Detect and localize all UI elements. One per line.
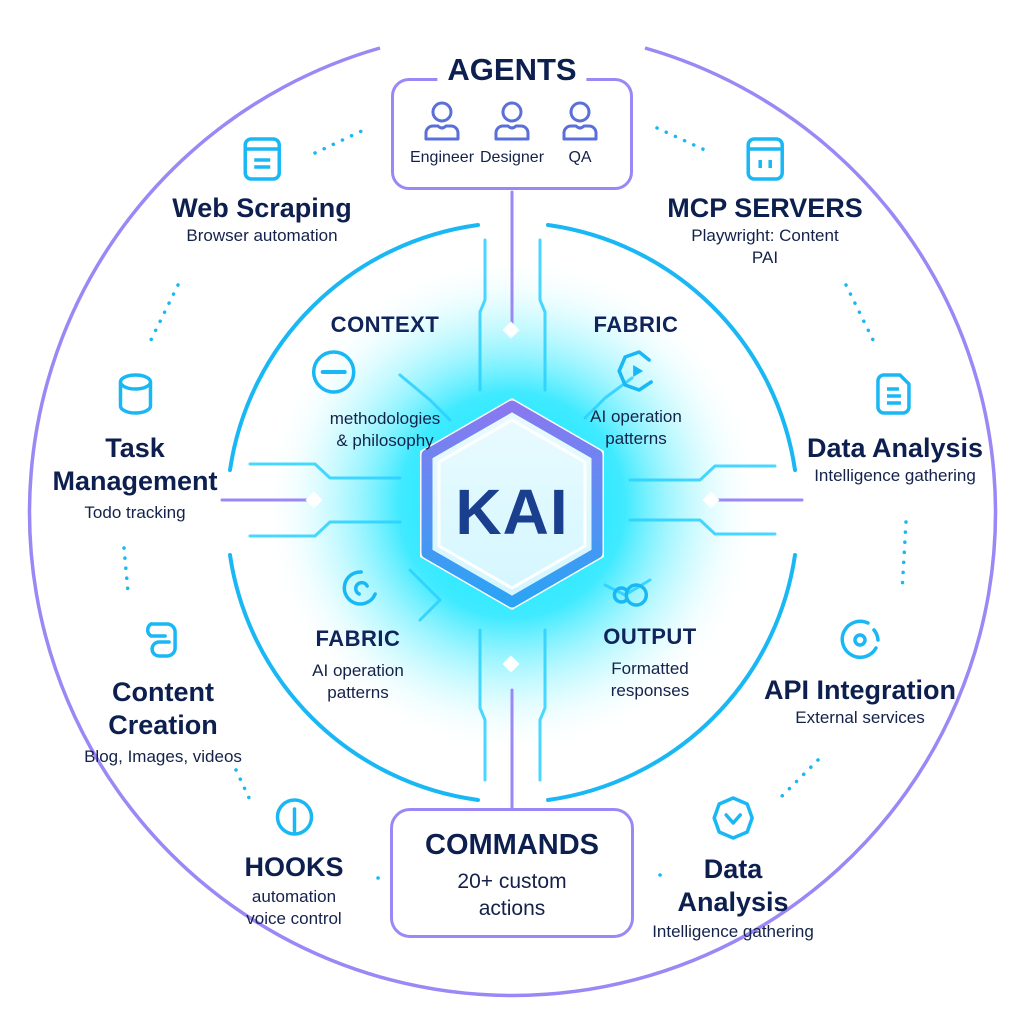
- inner-node-title: FABRIC: [593, 312, 679, 337]
- node-title: API Integration: [763, 675, 957, 705]
- inner-node-fabric-bottom[interactable]: FABRIC AI operation patterns: [312, 566, 404, 704]
- dotted-connectors: [122, 126, 908, 880]
- node-mcp-servers[interactable]: MCP SERVERS Playwright: Content PAI: [667, 136, 863, 269]
- node-title-line2: Creation: [108, 710, 218, 740]
- connector-nodes: [305, 321, 720, 673]
- kai-hexagon-border: [421, 400, 603, 608]
- agent-designer[interactable]: Designer: [480, 98, 544, 167]
- agent-label: Engineer: [409, 149, 475, 166]
- node-title-line1: Task: [105, 433, 165, 463]
- person-icon: [494, 101, 530, 141]
- inner-node-fabric-top[interactable]: FABRIC AI operation patterns: [590, 312, 682, 450]
- node-title-line1: Content: [112, 677, 214, 707]
- inner-node-subtitle-line2: patterns: [327, 683, 389, 702]
- node-title: MCP SERVERS: [667, 193, 863, 223]
- agents-title: AGENTS: [437, 52, 587, 88]
- inner-node-title: OUTPUT: [603, 624, 697, 649]
- node-data-analysis-right[interactable]: Data Analysis Intelligence gathering: [807, 372, 983, 487]
- node-content-creation[interactable]: Content Creation Blog, Images, videos: [84, 618, 242, 768]
- node-subtitle: External services: [795, 708, 925, 727]
- inner-node-subtitle-line1: AI operation: [312, 661, 404, 680]
- inner-node-subtitle-line1: Formatted: [611, 659, 689, 678]
- node-web-scraping[interactable]: Web Scraping Browser automation: [172, 136, 352, 247]
- target-icon: [840, 619, 880, 659]
- node-hooks[interactable]: HOOKS automation voice control: [244, 795, 344, 930]
- node-subtitle: Browser automation: [186, 226, 338, 245]
- document-icon: [876, 373, 911, 415]
- power-icon: [275, 798, 313, 836]
- commands-box[interactable]: COMMANDS 20+ custom actions: [390, 808, 634, 938]
- agent-engineer[interactable]: Engineer: [410, 98, 474, 167]
- inner-ring: [228, 223, 797, 802]
- node-api-integration[interactable]: API Integration External services: [764, 618, 956, 729]
- inner-node-subtitle-line2: responses: [610, 681, 690, 700]
- commands-subtitle-line1: 20+ custom: [457, 870, 567, 893]
- minus-circle-icon: [311, 350, 356, 394]
- node-subtitle: Intelligence gathering: [652, 922, 814, 941]
- inner-node-subtitle-line1: AI operation: [590, 407, 682, 426]
- inner-node-title: CONTEXT: [330, 312, 440, 337]
- inner-node-context[interactable]: CONTEXT methodologies & philosophy: [311, 312, 441, 452]
- inner-node-subtitle-line2: patterns: [605, 429, 667, 448]
- node-subtitle: Todo tracking: [84, 503, 186, 522]
- node-subtitle: Blog, Images, videos: [84, 747, 242, 766]
- kai-center-label[interactable]: KAI: [455, 476, 569, 548]
- check-badge-icon: [712, 796, 754, 840]
- swirl-icon: [342, 570, 377, 606]
- agent-label: QA: [568, 149, 592, 166]
- node-subtitle-line2: voice control: [246, 909, 342, 928]
- database-icon: [118, 373, 152, 415]
- agent-qa[interactable]: QA: [558, 98, 602, 167]
- inner-node-title: FABRIC: [315, 626, 401, 651]
- main-connectors: [220, 190, 804, 810]
- node-subtitle-line1: Playwright: Content: [691, 226, 839, 245]
- person-icon: [562, 101, 598, 141]
- agent-label: Designer: [479, 149, 545, 166]
- inner-node-output[interactable]: OUTPUT Formatted responses: [603, 578, 696, 702]
- node-title-line2: Management: [52, 466, 218, 496]
- outer-ring: [27, 46, 998, 998]
- browser-window-icon: [243, 137, 281, 181]
- node-subtitle-line2: PAI: [751, 248, 779, 267]
- node-title-line1: Data: [703, 854, 763, 884]
- commands-title: COMMANDS: [425, 829, 599, 861]
- inner-node-subtitle-line2: & philosophy: [336, 431, 434, 450]
- commands-subtitle: 20+ custom actions: [393, 868, 631, 922]
- inner-node-subtitle-line1: methodologies: [329, 409, 441, 428]
- person-icon: [424, 101, 460, 141]
- node-subtitle: Intelligence gathering: [814, 466, 976, 485]
- commands-subtitle-line2: actions: [478, 897, 546, 920]
- content-icon: [145, 622, 177, 658]
- link-circles-icon: [612, 583, 649, 607]
- node-title: HOOKS: [244, 852, 344, 882]
- node-title: Web Scraping: [172, 193, 352, 223]
- node-title-line2: Analysis: [677, 887, 789, 917]
- server-window-icon: [746, 137, 784, 181]
- play-hexagon-icon: [617, 350, 653, 392]
- node-data-analysis-bottom[interactable]: Data Analysis Intelligence gathering: [652, 795, 814, 943]
- node-subtitle-line1: automation: [251, 887, 337, 906]
- node-title: Data Analysis: [806, 433, 984, 463]
- node-task-management[interactable]: Task Management Todo tracking: [52, 372, 218, 524]
